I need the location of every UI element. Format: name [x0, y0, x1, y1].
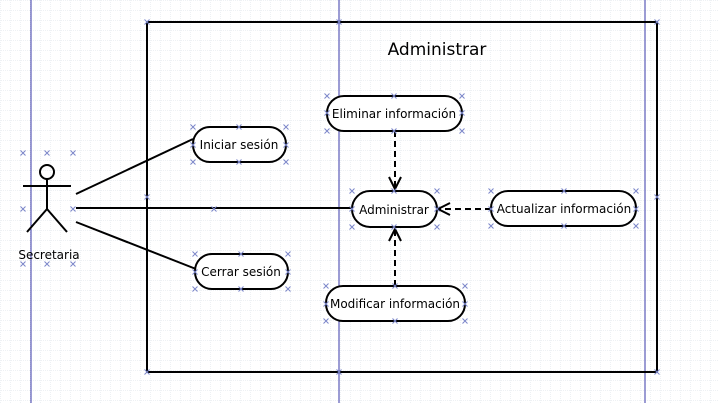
handle-marker — [392, 283, 398, 289]
handle-marker — [144, 194, 150, 200]
handle-marker — [654, 19, 660, 25]
handle-marker — [349, 224, 355, 230]
handle-marker — [70, 206, 76, 212]
use-case-label: Iniciar sesión — [200, 138, 279, 152]
handle-marker — [323, 301, 329, 307]
handle-marker — [654, 194, 660, 200]
handle-marker — [283, 142, 289, 148]
actor-label: Secretaria — [18, 248, 79, 262]
handle-marker — [190, 124, 196, 130]
handle-marker — [20, 261, 26, 267]
dependency-eliminar[interactable] — [388, 131, 402, 192]
handle-marker — [236, 159, 242, 165]
handle-marker — [391, 128, 397, 134]
handle-marker — [283, 124, 289, 130]
use-case-label: Administrar — [359, 203, 429, 217]
use-case-label: Cerrar sesión — [201, 265, 281, 279]
use-case-cerrar[interactable]: Cerrar sesión — [194, 253, 289, 290]
handle-marker — [324, 110, 330, 116]
use-case-actualizar[interactable]: Actualizar información — [490, 190, 637, 227]
handle-marker — [324, 128, 330, 134]
handle-marker — [285, 251, 291, 257]
use-case-label: Actualizar información — [497, 202, 631, 216]
handle-marker — [324, 93, 330, 99]
use-case-modificar[interactable]: Modificar información — [325, 285, 466, 322]
handle-marker — [633, 188, 639, 194]
handle-marker — [349, 206, 355, 212]
actor-right-leg — [46, 208, 68, 233]
handle-marker — [462, 318, 468, 324]
handle-marker — [434, 188, 440, 194]
handle-marker — [336, 369, 342, 375]
handle-marker — [488, 223, 494, 229]
handle-marker — [633, 206, 639, 212]
use-case-iniciar[interactable]: Iniciar sesión — [192, 126, 287, 163]
handle-marker — [236, 124, 242, 130]
handle-marker — [561, 188, 567, 194]
handle-marker — [238, 251, 244, 257]
handle-marker — [20, 206, 26, 212]
handle-marker — [190, 159, 196, 165]
handle-marker — [283, 159, 289, 165]
handle-marker — [392, 318, 398, 324]
dependency-modificar[interactable] — [388, 226, 402, 286]
handle-marker — [459, 128, 465, 134]
association-cerrar[interactable] — [75, 221, 197, 270]
handle-marker — [238, 286, 244, 292]
handle-marker — [633, 223, 639, 229]
actor-secretaria[interactable] — [23, 164, 71, 233]
handle-marker — [192, 286, 198, 292]
handle-marker — [192, 269, 198, 275]
handle-marker — [192, 251, 198, 257]
handle-marker — [459, 110, 465, 116]
actor-left-leg — [26, 208, 48, 233]
handle-marker — [391, 188, 397, 194]
system-title: Administrar — [388, 40, 487, 60]
handle-marker — [434, 206, 440, 212]
handle-marker — [488, 206, 494, 212]
handle-marker — [349, 188, 355, 194]
handle-marker — [211, 206, 217, 212]
handle-marker — [323, 318, 329, 324]
handle-marker — [285, 269, 291, 275]
handle-marker — [44, 261, 50, 267]
handle-marker — [336, 19, 342, 25]
handle-marker — [20, 150, 26, 156]
association-iniciar[interactable] — [75, 138, 194, 195]
handle-marker — [285, 286, 291, 292]
handle-marker — [462, 301, 468, 307]
handle-marker — [459, 93, 465, 99]
handle-marker — [144, 369, 150, 375]
handle-marker — [70, 261, 76, 267]
handle-marker — [70, 150, 76, 156]
handle-marker — [44, 150, 50, 156]
use-case-label: Modificar información — [330, 297, 460, 311]
handle-marker — [654, 369, 660, 375]
handle-marker — [434, 224, 440, 230]
use-case-label: Eliminar información — [332, 107, 456, 121]
handle-marker — [462, 283, 468, 289]
handle-marker — [190, 142, 196, 148]
handle-marker — [391, 93, 397, 99]
handle-marker — [323, 283, 329, 289]
handle-marker — [144, 19, 150, 25]
handle-marker — [391, 224, 397, 230]
selection-handles — [20, 19, 660, 375]
handle-marker — [488, 188, 494, 194]
use-case-administrar[interactable]: Administrar — [351, 190, 438, 228]
use-case-eliminar[interactable]: Eliminar información — [326, 95, 463, 132]
handle-marker — [561, 223, 567, 229]
